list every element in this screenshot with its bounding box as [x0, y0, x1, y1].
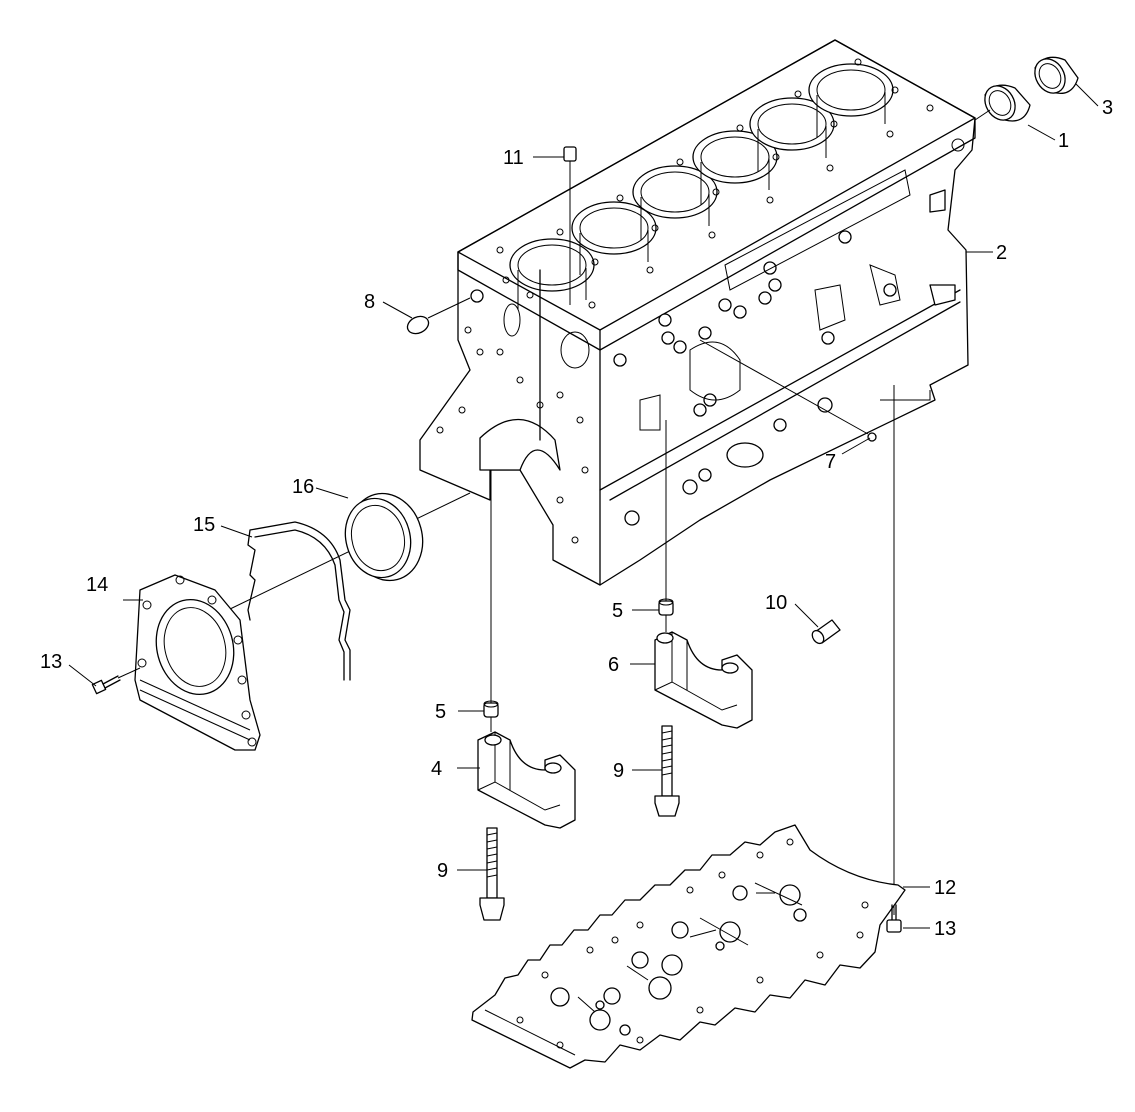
part-3-sleeve — [1034, 56, 1079, 95]
part-5-bushing-lower — [483, 700, 499, 718]
callout-1: 1 — [1058, 130, 1069, 152]
callout-3: 3 — [1102, 97, 1113, 119]
callout-10: 10 — [765, 592, 787, 614]
part-6-bearing-cap — [654, 631, 753, 729]
callout-5-lower: 5 — [435, 701, 446, 723]
deck-bolt-holes — [496, 58, 934, 309]
block-front-face — [436, 269, 590, 544]
block-side-bosses — [613, 138, 965, 526]
part-7-plug — [699, 339, 877, 442]
part-1-sleeve — [984, 84, 1031, 122]
callout-4: 4 — [431, 758, 442, 780]
callout-7: 7 — [825, 451, 836, 473]
part-9-bolt-upper — [654, 725, 680, 817]
part-11-dowel — [563, 146, 577, 305]
part-10-sleeve — [811, 619, 841, 645]
part-15-gasket — [247, 521, 351, 681]
callout-13-left: 13 — [40, 651, 62, 673]
part-9-bolt-lower — [479, 827, 505, 921]
callout-15: 15 — [193, 514, 215, 536]
callout-16: 16 — [292, 476, 314, 498]
callout-6: 6 — [608, 654, 619, 676]
part-14-rear-cover — [134, 574, 261, 751]
callout-13-right: 13 — [934, 918, 956, 940]
callout-14: 14 — [86, 574, 108, 596]
callout-5-upper: 5 — [612, 600, 623, 622]
callout-11: 11 — [503, 147, 524, 169]
callout-12: 12 — [934, 877, 956, 899]
callout-9-lower: 9 — [437, 860, 448, 882]
callout-8: 8 — [364, 291, 375, 313]
cylinder-block — [419, 39, 976, 586]
part-5-bushing-upper — [658, 598, 674, 616]
leader-lines — [68, 83, 1099, 929]
part-8-plug — [406, 297, 471, 335]
part-16-seal — [344, 492, 424, 582]
callout-labels: 1 2 3 11 8 7 16 15 14 13 10 5 6 5 4 9 9 … — [40, 97, 1113, 940]
part-13-bolt-right — [886, 904, 902, 933]
callout-2: 2 — [996, 242, 1007, 264]
part-4-bearing-cap — [477, 731, 576, 829]
part-12-stiffener-plate — [471, 824, 906, 1069]
part-13-bolt-left — [91, 667, 141, 695]
cylinder-bores — [509, 63, 894, 310]
callout-9-upper: 9 — [613, 760, 624, 782]
